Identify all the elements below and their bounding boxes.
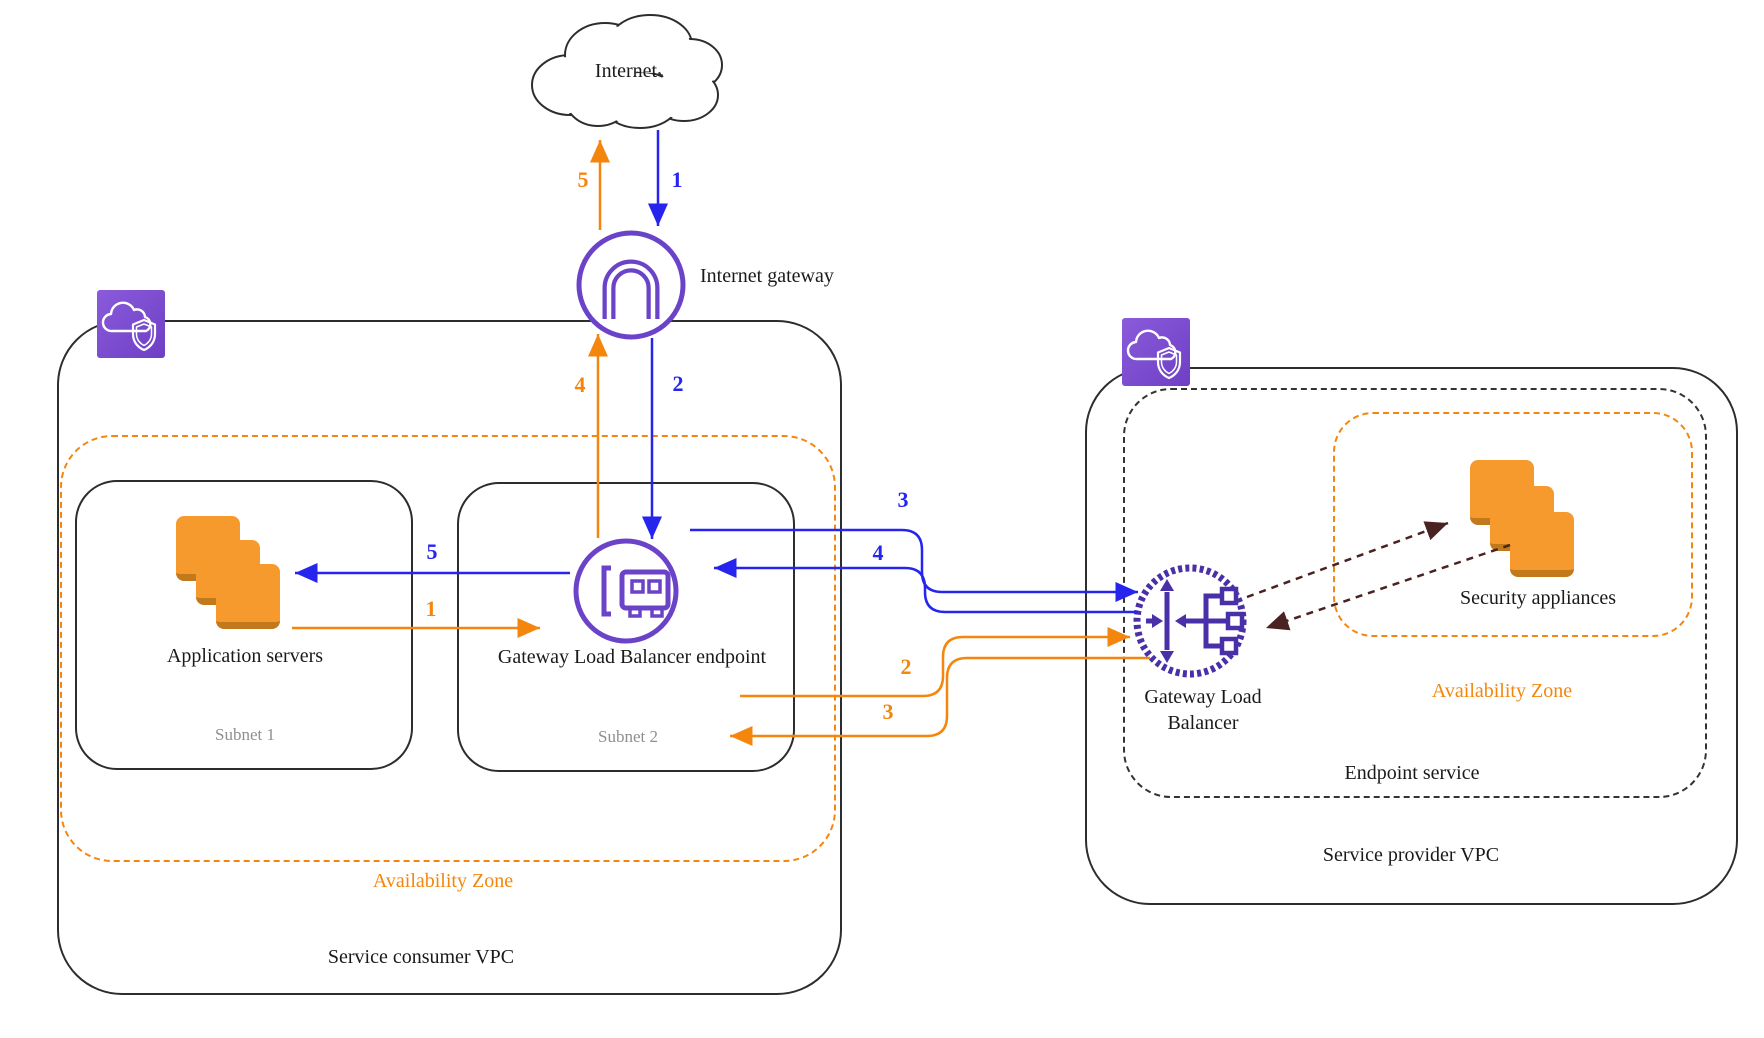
application-servers-label: Application servers <box>166 645 324 667</box>
flow-label-5-blue: 5 <box>426 539 438 564</box>
consumer-vpc-label: Service consumer VPC <box>327 946 515 968</box>
flow-label-3-orange: 3 <box>882 699 894 724</box>
security-appliance-square-icon <box>1510 512 1574 577</box>
flow-label-4-blue: 4 <box>872 540 884 565</box>
subnet1-label: Subnet 1 <box>215 724 275 744</box>
flow-label-1-blue: 1 <box>671 167 683 192</box>
flow-label-1-orange: 1 <box>425 596 437 621</box>
internet-label: Internet <box>594 60 658 82</box>
internet-gateway-label: Internet gateway <box>700 265 834 287</box>
provider-az-label: Availability Zone <box>1431 680 1573 702</box>
consumer-az-label: Availability Zone <box>372 870 514 892</box>
security-appliances-label: Security appliances <box>1459 587 1617 609</box>
flow-label-4-orange: 4 <box>574 372 586 397</box>
subnet1-box <box>75 480 413 770</box>
endpoint-service-label: Endpoint service <box>1344 762 1480 784</box>
flow-label-5-orange: 5 <box>577 167 589 192</box>
flow-label-2-blue: 2 <box>672 371 684 396</box>
flow-label-2-orange: 2 <box>900 654 912 679</box>
flow-label-3-blue: 3 <box>897 487 909 512</box>
gwlb-endpoint-label: Gateway Load Balancer endpoint <box>497 646 767 668</box>
gwlb-label: Gateway Load Balancer <box>1144 686 1262 734</box>
subnet2-label: Subnet 2 <box>598 726 658 746</box>
provider-vpc-label: Service provider VPC <box>1322 844 1500 866</box>
app-server-square-icon <box>216 564 280 629</box>
